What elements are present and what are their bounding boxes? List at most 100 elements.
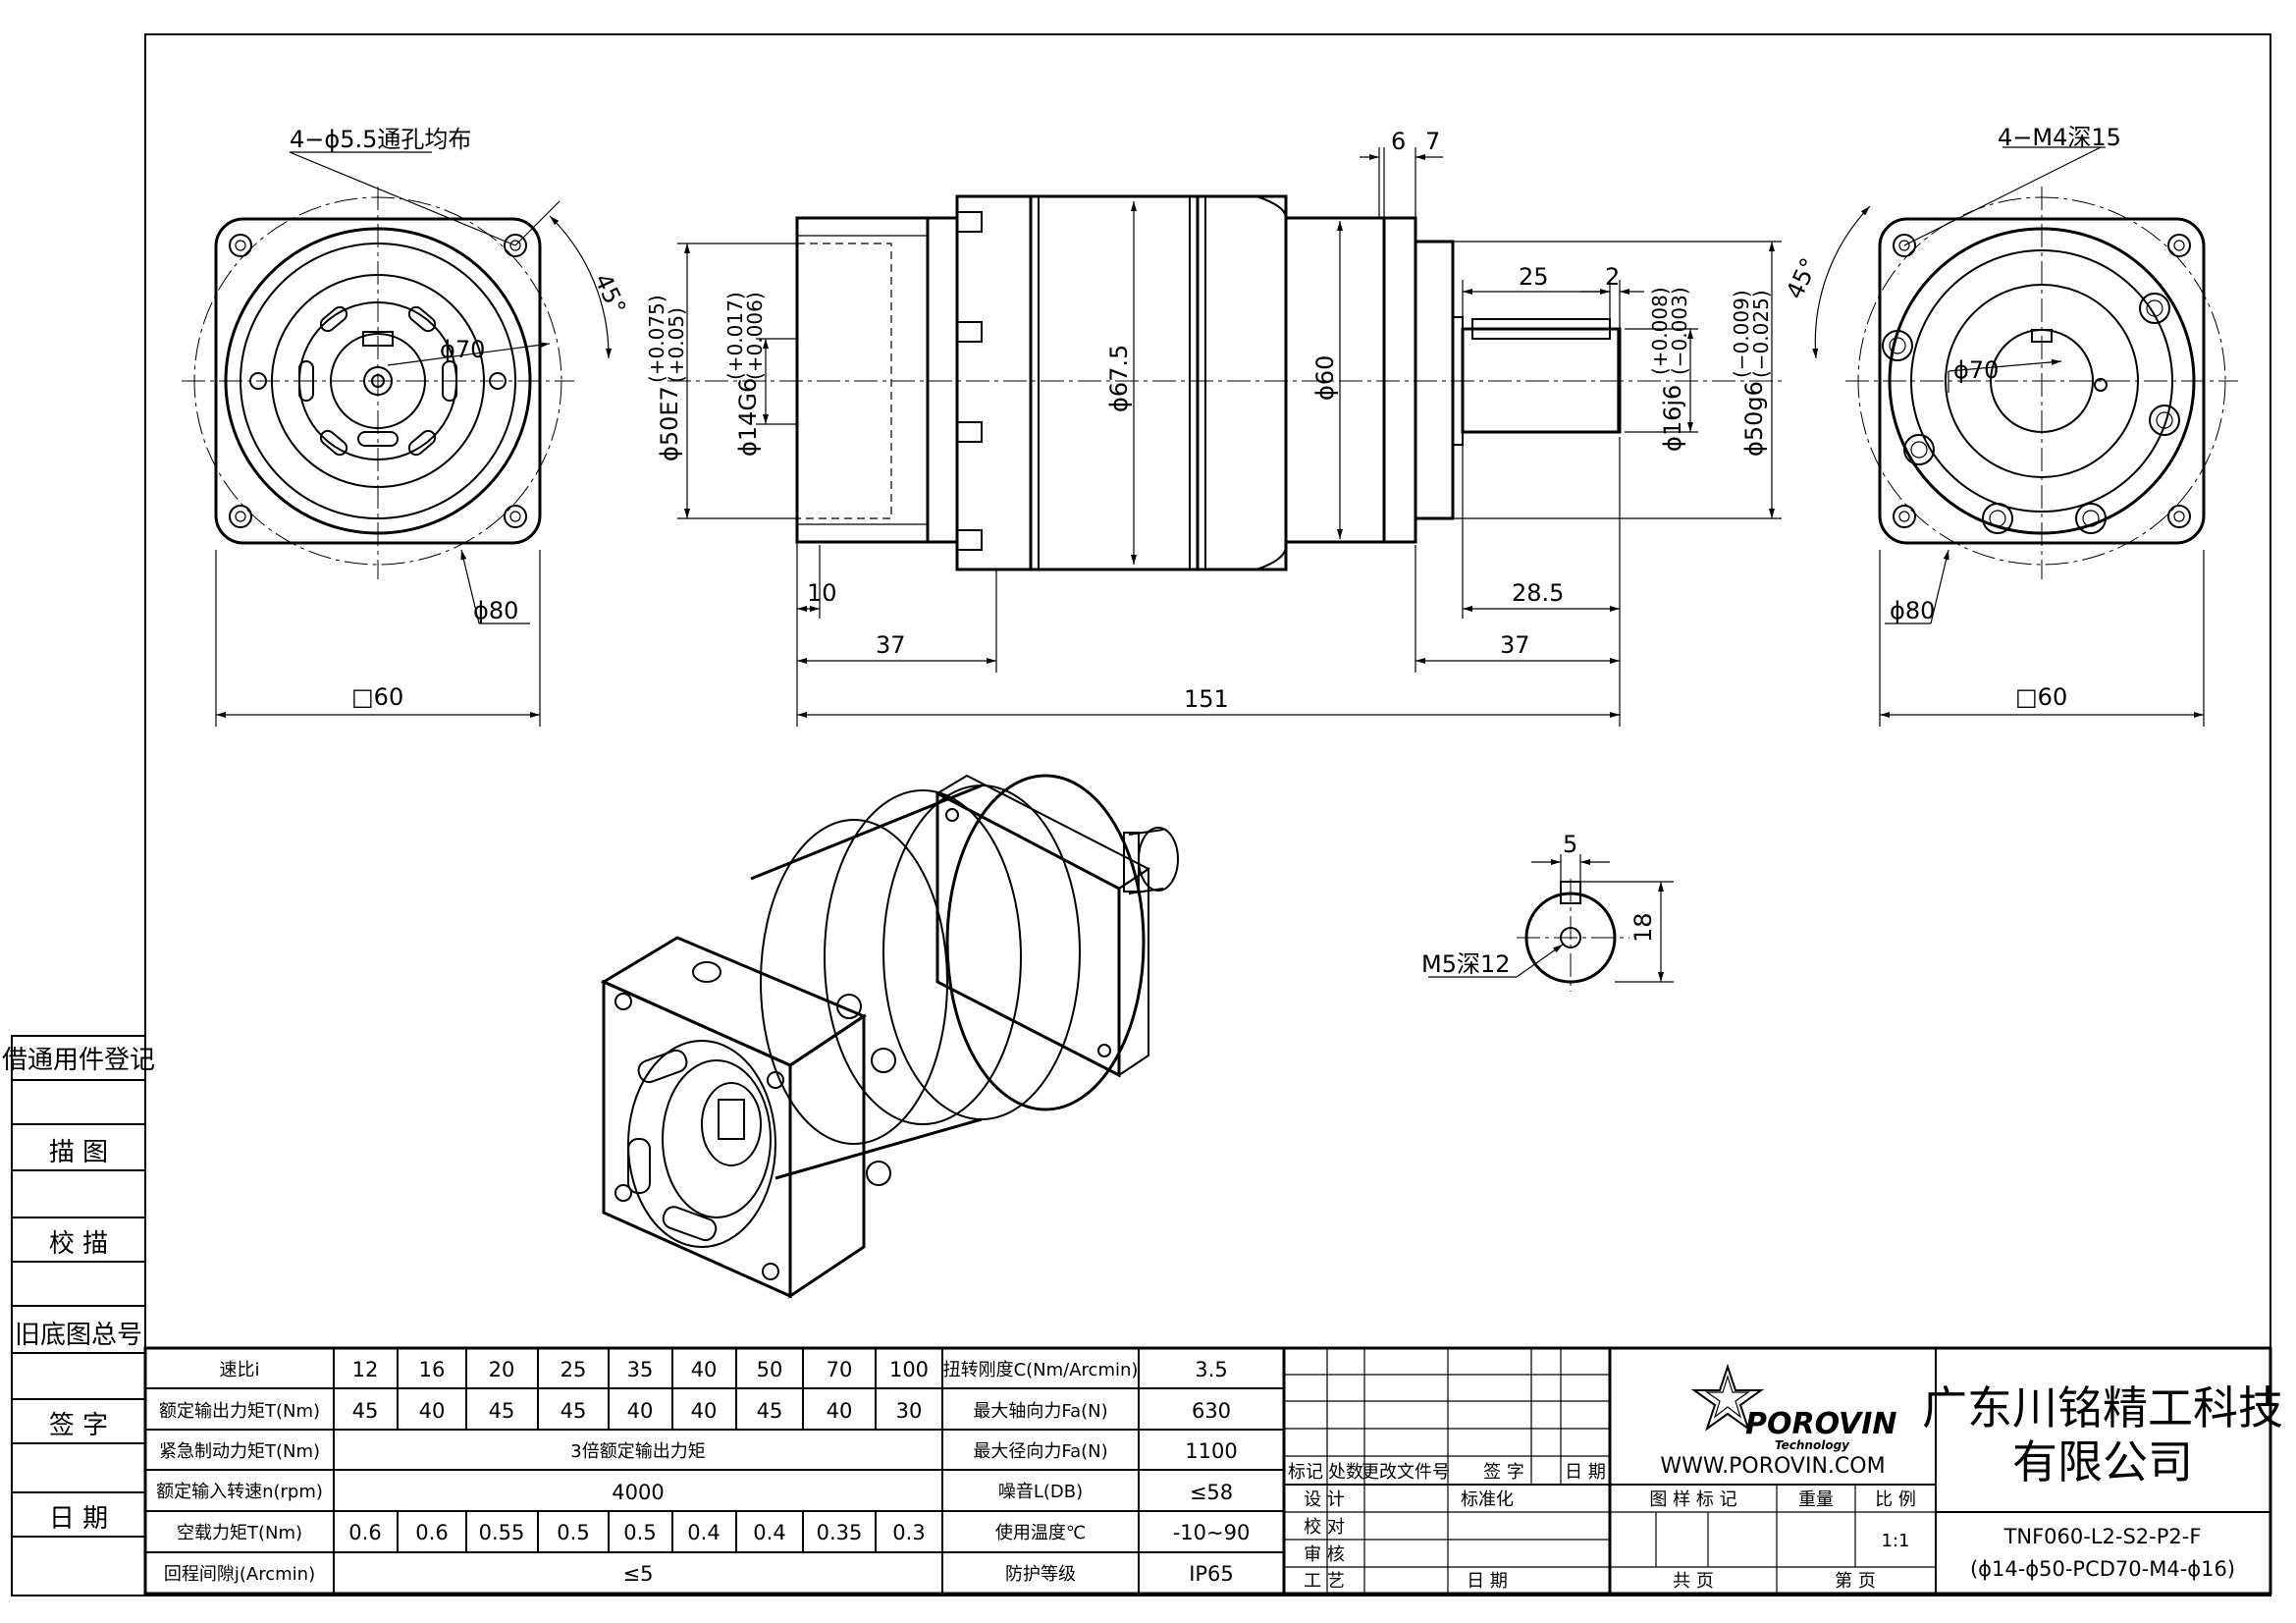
output-outer-dia: ϕ80 [1890, 597, 1935, 624]
right-value-radial: 1100 [1185, 1439, 1237, 1463]
rev-header-date: 日 期 [1565, 1462, 1606, 1483]
output-pcd: ϕ70 [1953, 356, 1999, 384]
dim-bore-group: ϕ14G6 (+0.017) (+0.006) [723, 292, 767, 457]
model-line2: (ϕ14-ϕ50-PCD70-M4-ϕ16) [1970, 1557, 2235, 1581]
input-square: □60 [351, 683, 403, 711]
logo-sub: Technology [1775, 1438, 1850, 1452]
dim-7: 7 [1425, 128, 1440, 155]
right-label-temp: 使用温度℃ [995, 1523, 1086, 1543]
dim-spigot-in: ϕ50E7 [656, 386, 683, 461]
key-height: 18 [1629, 912, 1657, 943]
dim-total-length: 151 [1184, 685, 1229, 713]
noload-torque-5: 0.5 [623, 1521, 656, 1544]
rated-torque-8: 40 [827, 1399, 853, 1423]
right-label-noise: 噪音L(DB) [998, 1482, 1083, 1502]
logo-text: POROVIN [1745, 1407, 1897, 1441]
key-thread: M5深12 [1421, 950, 1511, 978]
input-pcd: ϕ70 [440, 336, 485, 363]
rev-header-sign: 签 字 [1483, 1462, 1524, 1483]
row-label-backlash: 回程间隙j(Arcmin) [164, 1564, 315, 1585]
website: WWW.POROVIN.COM [1660, 1454, 1885, 1479]
ratio-label: 速比i [219, 1360, 259, 1380]
right-label-axial: 最大轴向力Fa(N) [973, 1401, 1107, 1422]
output-angle: 45° [1781, 253, 1823, 302]
input-angle: 45° [589, 269, 631, 318]
right-value-protection: IP65 [1189, 1562, 1234, 1586]
title-grid [1608, 1346, 2272, 1596]
model-line1: TNF060-L2-S2-P2-F [2003, 1525, 2202, 1548]
noload-torque-1: 0.6 [348, 1521, 381, 1544]
ratio-2: 16 [419, 1358, 446, 1381]
rev-header-count: 处数 [1328, 1462, 1363, 1483]
mark-header-sample: 图 样 标 记 [1649, 1489, 1736, 1510]
revision-grid [1282, 1346, 1612, 1596]
dim-shaft-tol-lower: (−0.003) [1668, 287, 1691, 375]
noload-torque-3: 0.55 [479, 1521, 525, 1544]
dim-shaft-tol-upper: (+0.008) [1648, 287, 1672, 375]
ratio-4: 25 [561, 1358, 587, 1381]
dim-key-offset: 2 [1605, 263, 1620, 291]
dim-spigot-in-tol-upper: (+0.075) [645, 295, 668, 383]
row-label-input-speed: 额定输入转速n(rpm) [156, 1482, 323, 1502]
rated-torque-5: 40 [627, 1399, 654, 1423]
noload-torque-8: 0.35 [817, 1521, 863, 1544]
dim-bore-tol-lower: (+0.006) [743, 292, 767, 380]
rated-torque-3: 45 [489, 1399, 515, 1423]
dim-spigot-in-tol-lower: (+0.05) [665, 307, 688, 383]
side-label-trace: 描 图 [49, 1138, 108, 1167]
right-label-stiffness: 扭转刚度C(Nm/Arcmin) [943, 1360, 1139, 1380]
rated-torque-2: 40 [419, 1399, 446, 1423]
side-label-sign: 签 字 [49, 1411, 108, 1440]
role-proofread: 校 对 [1304, 1517, 1345, 1538]
rev-date-label: 日 期 [1467, 1571, 1508, 1592]
right-value-stiffness: 3.5 [1195, 1358, 1227, 1381]
dim-bore-tol-upper: (+0.017) [723, 292, 747, 380]
company-line2: 有限公司 [2012, 1435, 2193, 1488]
side-strip [11, 1035, 146, 1596]
rated-torque-4: 45 [561, 1399, 587, 1423]
right-value-noise: ≤58 [1190, 1481, 1233, 1504]
emergency-torque-value: 3倍额定输出力矩 [570, 1441, 705, 1462]
dim-37-input: 37 [876, 631, 906, 659]
front-view-input [182, 151, 613, 727]
side-label-reg: 借通用件登记 [2, 1046, 155, 1075]
dim-10: 10 [807, 579, 837, 607]
side-label-old-no: 旧底图总号 [15, 1321, 142, 1350]
ratio-8: 70 [827, 1358, 853, 1381]
scale-value: 1:1 [1882, 1531, 1910, 1551]
role-process: 工 艺 [1304, 1571, 1345, 1592]
mark-header-scale: 比 例 [1875, 1489, 1916, 1510]
sheets-total: 共 页 [1673, 1571, 1714, 1592]
spec-table-grid [143, 1346, 1286, 1596]
noload-torque-2: 0.6 [415, 1521, 448, 1544]
dim-spigot-out-tol-upper: (−0.009) [1730, 290, 1753, 378]
dim-shaft-group: ϕ16j6 (+0.008) (−0.003) [1648, 287, 1691, 452]
sheet-number: 第 页 [1835, 1571, 1876, 1592]
rated-torque-6: 40 [691, 1399, 718, 1423]
mark-header-weight: 重量 [1798, 1489, 1834, 1510]
front-view-output [1812, 146, 2238, 727]
dim-spigot-out: ϕ50g6 [1740, 381, 1768, 457]
right-value-axial: 630 [1192, 1399, 1231, 1423]
sheet-border [144, 33, 2271, 1596]
backlash-value: ≤5 [623, 1562, 654, 1586]
rated-torque-9: 30 [896, 1399, 923, 1423]
rated-torque-7: 45 [757, 1399, 783, 1423]
role-design: 设 计 [1304, 1489, 1345, 1510]
side-view [667, 147, 1787, 727]
noload-torque-7: 0.4 [753, 1521, 785, 1544]
right-label-protection: 防护等级 [1005, 1564, 1076, 1585]
company-line1: 广东川铭精工科技 [1922, 1381, 2283, 1434]
input-speed-value: 4000 [612, 1481, 664, 1504]
dim-shaft: ϕ16j6 [1659, 385, 1686, 452]
row-label-emergency-torque: 紧急制动力矩T(Nm) [159, 1441, 320, 1462]
ratio-6: 40 [691, 1358, 718, 1381]
side-label-date: 日 期 [49, 1504, 108, 1534]
rev-header-mark: 标记 [1288, 1462, 1323, 1483]
rated-torque-1: 45 [352, 1399, 379, 1423]
dim-spigot-out-group: ϕ50g6 (−0.009) (−0.025) [1730, 290, 1773, 457]
key-section-view [1428, 854, 1674, 992]
right-value-temp: -10∼90 [1173, 1521, 1251, 1544]
row-label-rated-torque: 额定输出力矩T(Nm) [159, 1401, 320, 1422]
